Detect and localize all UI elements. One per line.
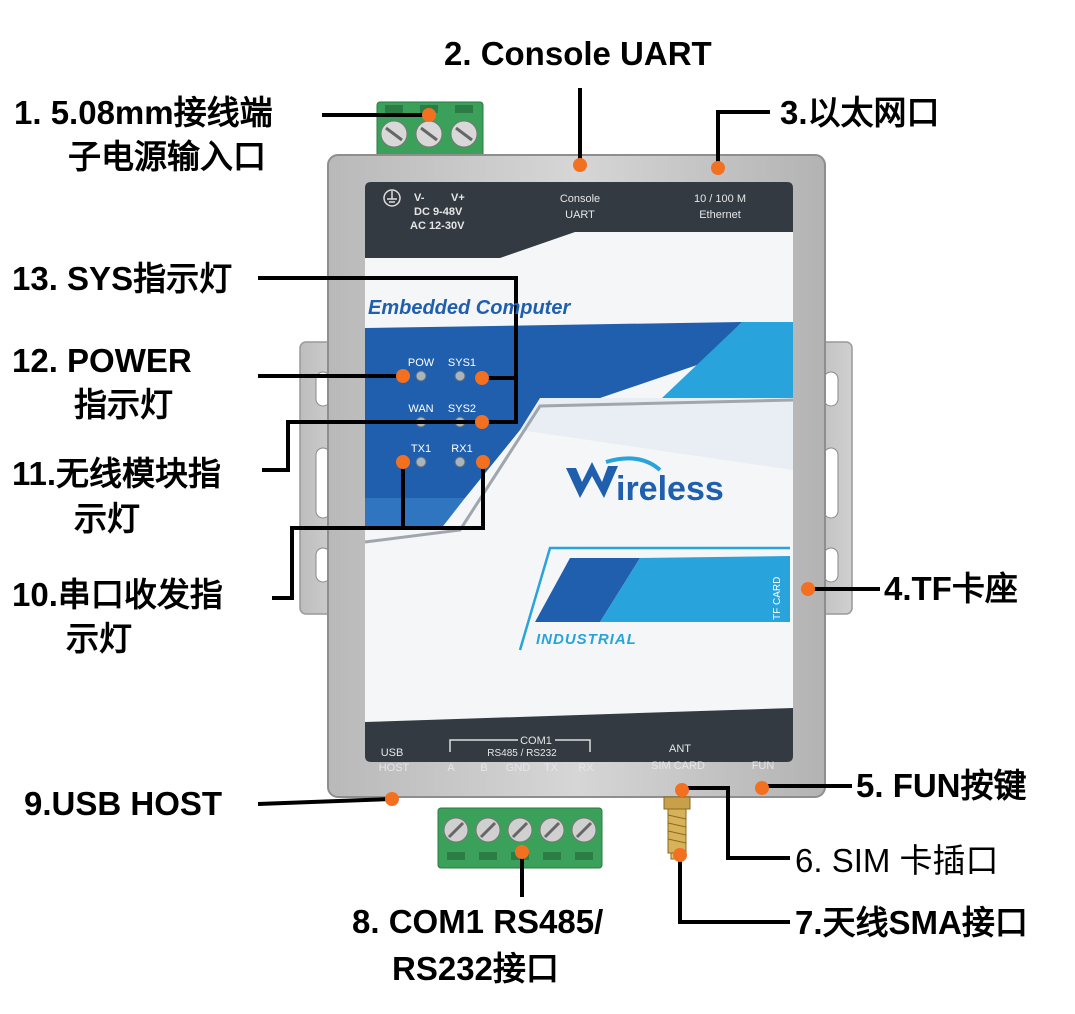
callout-8-line1: 8. COM1 RS485/ bbox=[352, 903, 604, 940]
callout-3: 3.以太网口 bbox=[780, 94, 940, 131]
tf-card-label: TF CARD bbox=[772, 577, 783, 620]
console-label-2: UART bbox=[565, 209, 595, 221]
bottom-label-band bbox=[365, 708, 793, 762]
ethernet-label-2: Ethernet bbox=[699, 209, 741, 221]
callout-markers bbox=[385, 108, 815, 862]
industrial-stripe-light bbox=[600, 556, 790, 622]
callout-12-line2: 指示灯 bbox=[74, 386, 173, 423]
sim-card-label: SIM CARD bbox=[651, 760, 705, 772]
industrial-label: INDUSTRIAL bbox=[536, 631, 637, 648]
pin-gnd-label: GND bbox=[506, 762, 531, 774]
ground-icon bbox=[383, 189, 401, 207]
led-group bbox=[415, 370, 466, 468]
embedded-computer-title: Embedded Computer bbox=[368, 297, 571, 319]
led-wan-label: WAN bbox=[408, 403, 433, 415]
callout-12-line1: 12. POWER bbox=[12, 342, 192, 379]
com1-subtitle: RS485 / RS232 bbox=[487, 748, 557, 759]
callout-7: 7.天线SMA接口 bbox=[795, 904, 1028, 941]
top-label-band bbox=[365, 182, 793, 258]
callout-2: 2. Console UART bbox=[444, 35, 712, 72]
led-sys1-label: SYS1 bbox=[448, 357, 476, 369]
power-vminus-label: V- bbox=[414, 192, 425, 204]
console-label-1: Console bbox=[560, 193, 600, 205]
ant-label: ANT bbox=[669, 743, 691, 755]
usb-label-2: HOST bbox=[379, 762, 410, 774]
brand-wordmark: ireless bbox=[616, 470, 724, 508]
wireless-logo-icon bbox=[566, 462, 618, 498]
led-rx1-label: RX1 bbox=[451, 443, 472, 455]
led-pow-label: POW bbox=[408, 357, 435, 369]
pin-tx-label: TX bbox=[544, 762, 559, 774]
com1-label: COM1 bbox=[520, 735, 552, 747]
callout-6: 6. SIM 卡插口 bbox=[795, 842, 999, 879]
callout-13: 13. SYS指示灯 bbox=[12, 260, 233, 297]
pin-a-label: A bbox=[447, 762, 455, 774]
callout-11-line2: 示灯 bbox=[74, 500, 140, 537]
led-tx1-label: TX1 bbox=[411, 443, 431, 455]
callout-8-line2: RS232接口 bbox=[392, 950, 559, 987]
pin-b-label: B bbox=[480, 762, 487, 774]
callout-1-line2: 子电源输入口 bbox=[68, 138, 266, 175]
fun-label: FUN bbox=[752, 760, 775, 772]
callout-11-line1: 11.无线模块指 bbox=[12, 455, 222, 492]
callout-10-line1: 10.串口收发指 bbox=[12, 576, 223, 613]
sma-antenna-connector bbox=[663, 796, 691, 860]
pin-rx-label: RX bbox=[578, 762, 594, 774]
led-sys2-label: SYS2 bbox=[448, 403, 476, 415]
callout-1-line1: 1. 5.08mm接线端 bbox=[14, 94, 273, 131]
usb-label-1: USB bbox=[381, 747, 404, 759]
callout-lines bbox=[257, 88, 880, 924]
callout-10-line2: 示灯 bbox=[66, 620, 132, 657]
power-dc-label: DC 9-48V bbox=[414, 206, 463, 218]
callout-4: 4.TF卡座 bbox=[884, 570, 1018, 607]
power-vplus-label: V+ bbox=[451, 192, 465, 204]
callout-9: 9.USB HOST bbox=[24, 785, 223, 822]
callout-5: 5. FUN按键 bbox=[856, 767, 1027, 804]
industrial-stripe-dark bbox=[535, 558, 640, 622]
ethernet-label-1: 10 / 100 M bbox=[694, 193, 746, 205]
power-ac-label: AC 12-30V bbox=[410, 220, 465, 232]
